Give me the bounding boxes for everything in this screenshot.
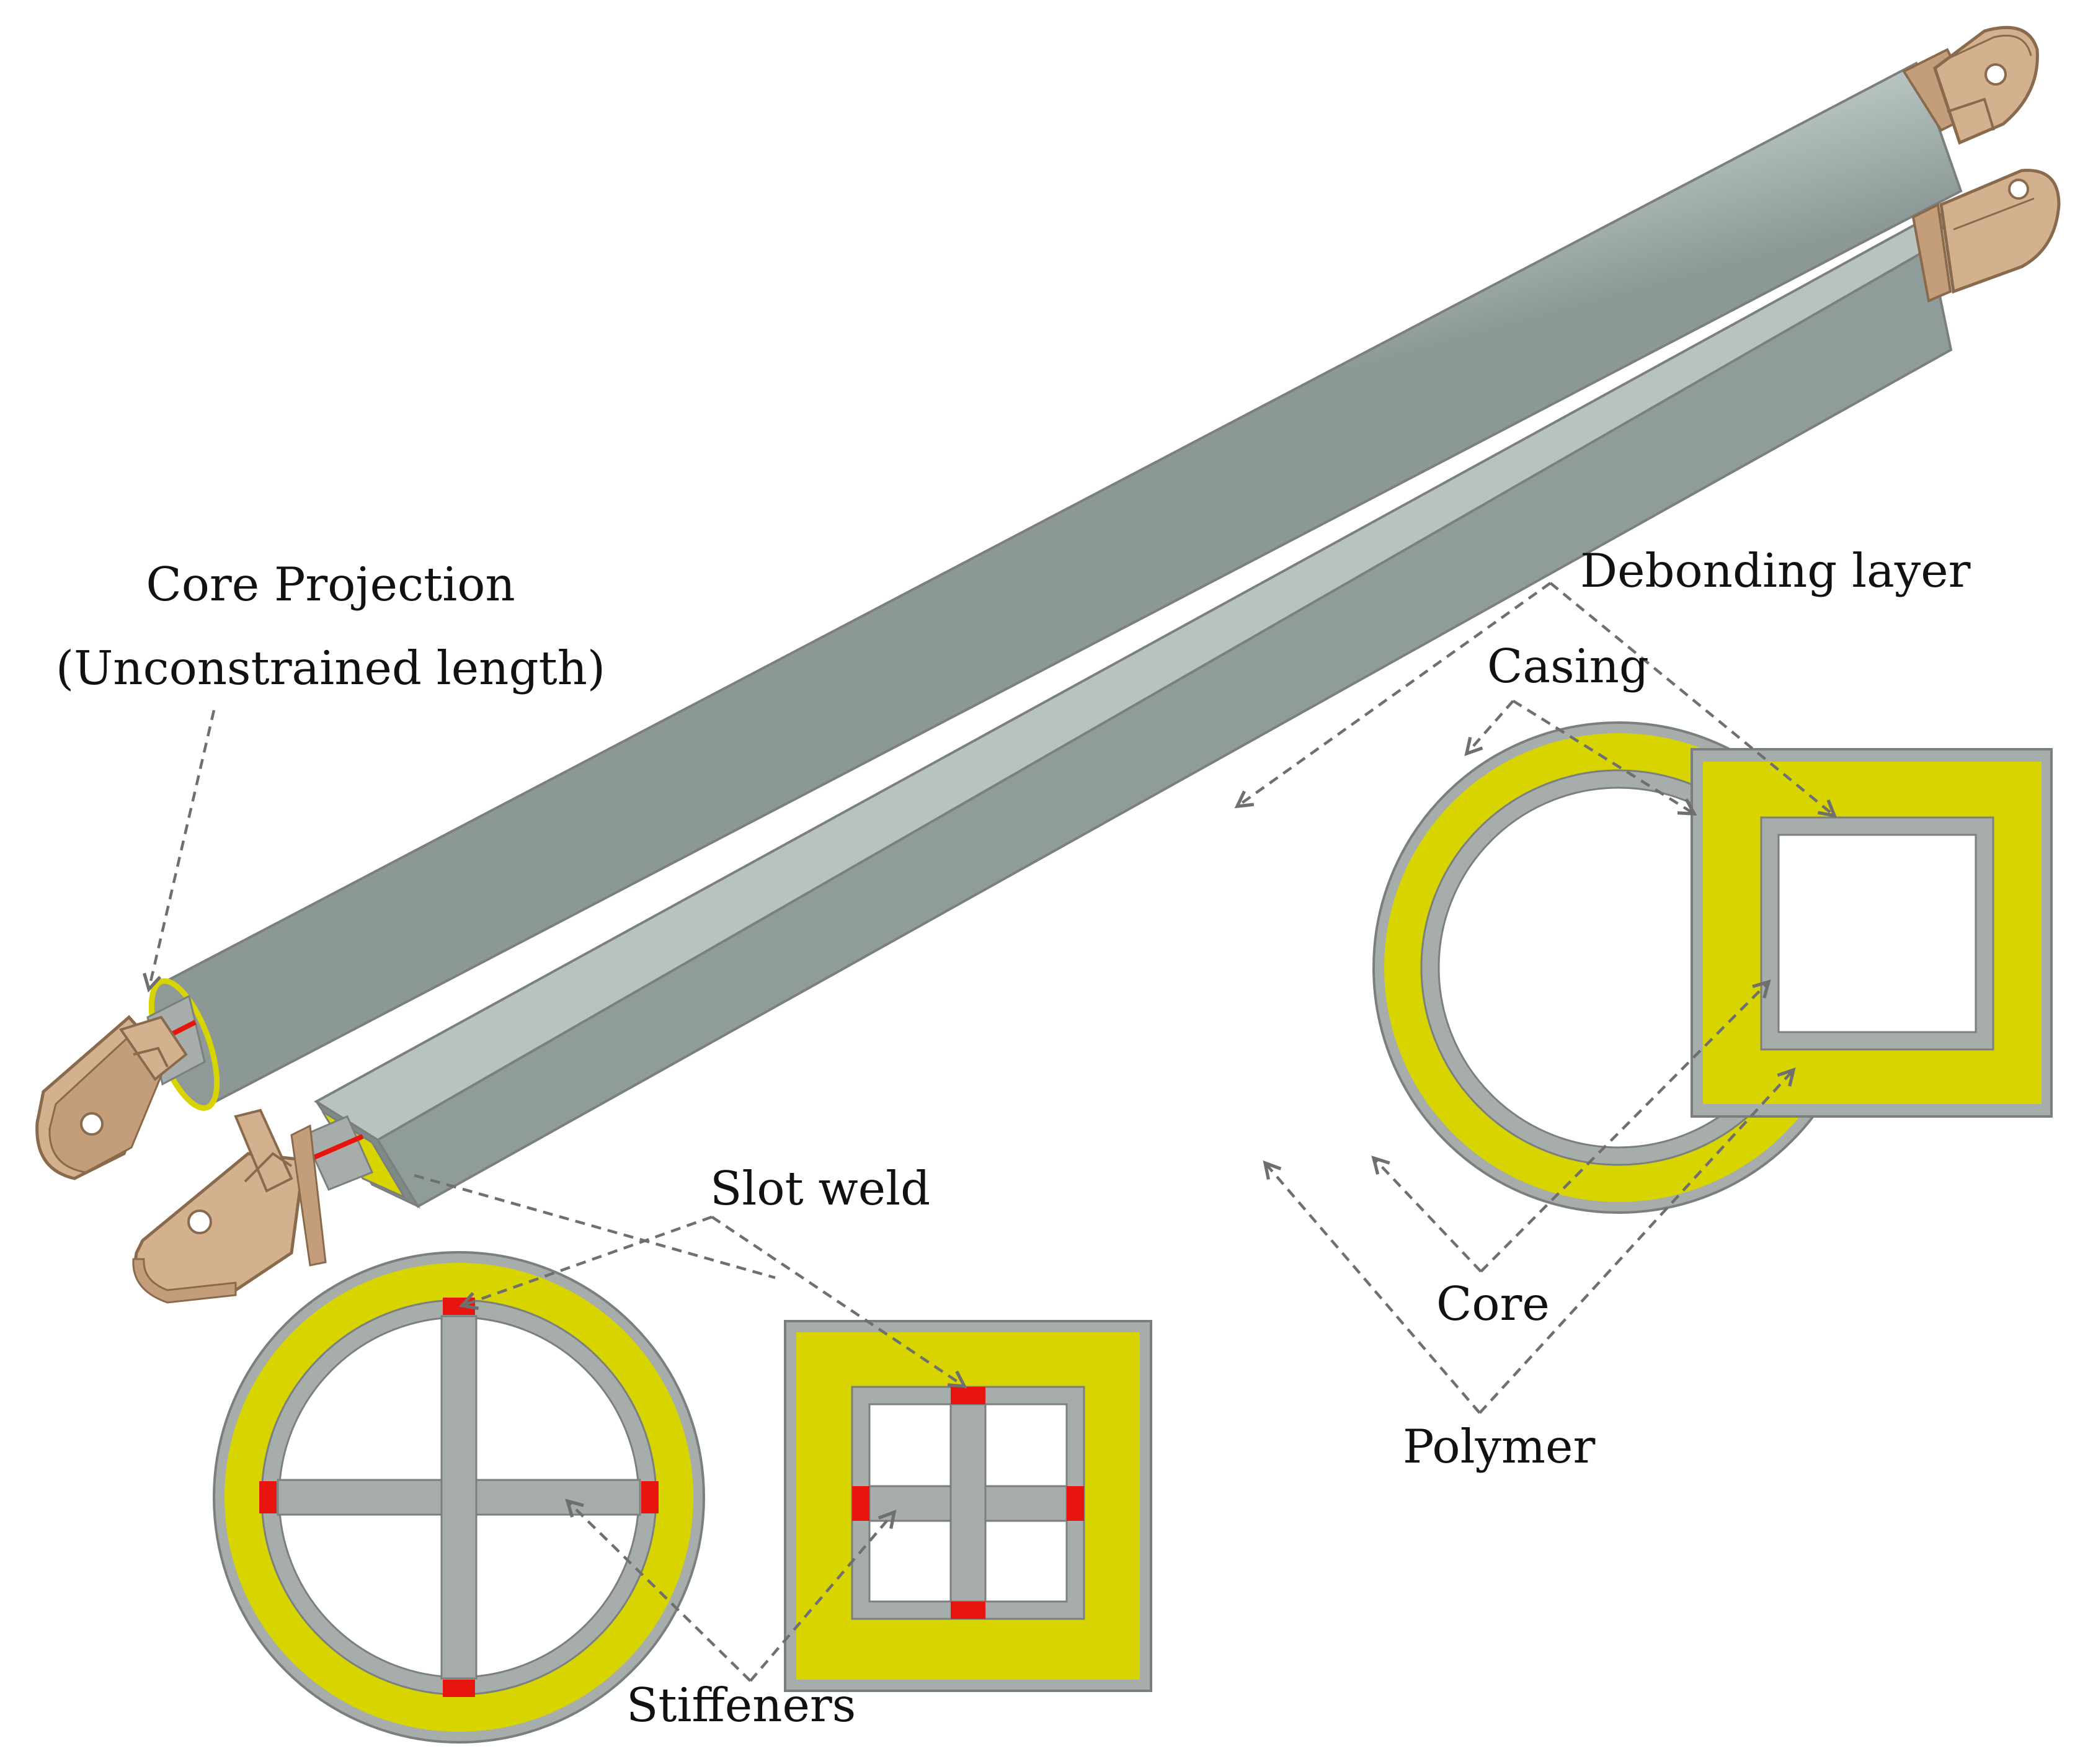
arrow-debonding-to-square: [1549, 582, 1834, 816]
arrow-debonding-to-round: [1237, 582, 1552, 806]
arrow-square-end-to-section: [414, 1174, 776, 1280]
stiffener-vertical: [440, 1315, 478, 1680]
slot-weld-right: [641, 1481, 659, 1513]
arrow-core-projection: [149, 710, 216, 989]
label-stiffeners: Stiffeners: [626, 1678, 856, 1732]
label-polymer: Polymer: [1403, 1419, 1595, 1474]
arrow-polymer-to-square: [1478, 1070, 1793, 1414]
arrow-stiffener-to-square: [749, 1512, 894, 1682]
leader-arrows: [149, 582, 1834, 1682]
square-core-weld-line: [310, 1134, 364, 1161]
round-left-end-plate: [35, 1015, 188, 1180]
arrow-slotweld-to-round: [462, 1215, 713, 1306]
round-section-stiffened: [213, 1251, 705, 1744]
round-brb-member: [35, 25, 2039, 1180]
round-right-end-plate: [1902, 25, 2039, 145]
square-core-projection: [303, 1115, 374, 1191]
slot-weld-right: [1067, 1486, 1084, 1521]
label-unconstrained-length: (Unconstrained length): [56, 641, 605, 695]
slot-weld-top: [951, 1387, 985, 1404]
square-section-stiffened: [784, 1320, 1152, 1692]
label-core: Core: [1436, 1276, 1550, 1331]
square-brb-member: [132, 169, 2061, 1304]
slot-weld-bottom: [443, 1680, 475, 1697]
arrow-slotweld-to-square: [711, 1216, 964, 1386]
label-slot-weld: Slot weld: [710, 1161, 930, 1216]
arrow-core-to-round: [1374, 1158, 1482, 1273]
slot-weld-top: [443, 1298, 475, 1315]
square-right-end-plate: [1911, 169, 2061, 303]
arrow-core-to-square: [1480, 982, 1769, 1273]
arrow-stiffener-to-round: [567, 1501, 752, 1682]
slot-weld-left: [852, 1486, 869, 1521]
stiffener-vertical: [949, 1403, 987, 1603]
label-casing: Casing: [1487, 639, 1649, 693]
arrow-casing-to-square: [1512, 700, 1694, 814]
square-section-unstiffened: [1691, 748, 2053, 1118]
arrow-polymer-to-round: [1265, 1163, 1481, 1414]
slot-weld-left: [259, 1481, 277, 1513]
label-core-projection: Core Projection: [146, 557, 515, 612]
square-left-end-plate: [132, 1108, 327, 1304]
arrow-casing-to-round: [1467, 700, 1514, 754]
label-debonding-layer: Debonding layer: [1580, 543, 1971, 598]
slot-weld-bottom: [951, 1601, 985, 1619]
